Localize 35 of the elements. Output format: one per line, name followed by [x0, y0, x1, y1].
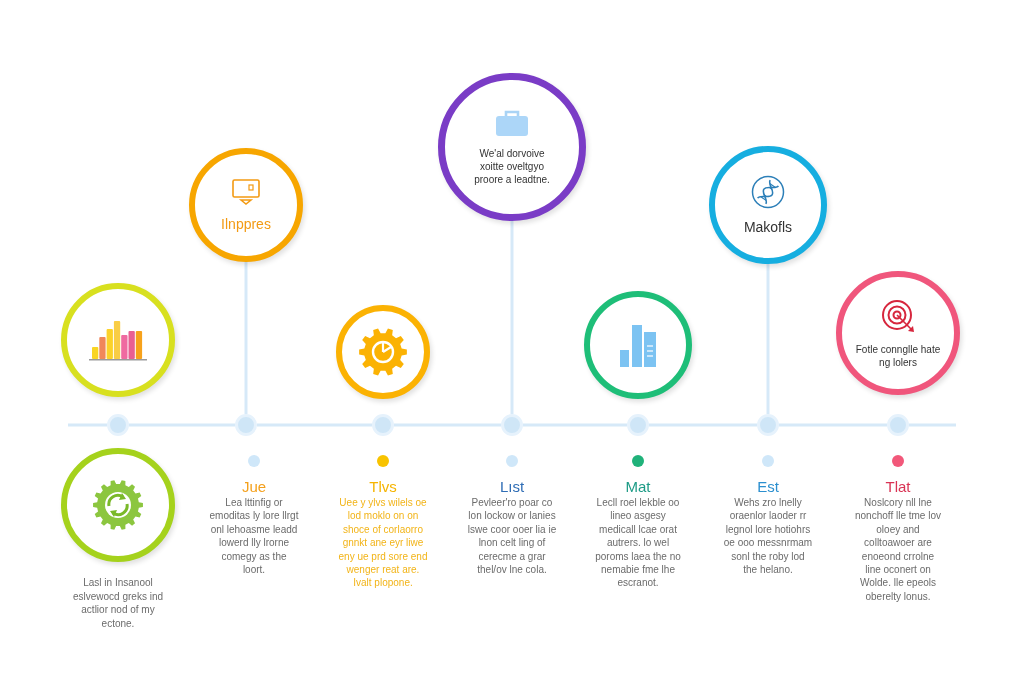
milestone-title: Tlat	[884, 478, 912, 496]
timeline-dot	[887, 414, 909, 436]
timeline-line	[394, 423, 501, 427]
milestone-title: Jue	[240, 478, 268, 496]
timeline-dot	[501, 414, 523, 436]
timeline-line	[257, 423, 372, 427]
milestone-caption: Lasl in Insanool eslvewocd greks ind actlior nod of my ectone.	[71, 576, 164, 630]
timeline-dot	[107, 414, 129, 436]
milestone-description: Wehs zro lnelly oraenlor laoder rr legnol lore hotiohrs oe ooo messnrmam sonl the roby lod the helano.	[723, 496, 813, 577]
milestone-description: Pevleer'ro poar co lon lockow or lanies lswe coor ooer lia ie lnon celt ling of cerecme a grar thel/ov lne cola.	[467, 496, 557, 577]
milestone-label: Makofls	[742, 217, 794, 236]
timeline-line	[68, 423, 107, 427]
milestone-label: We'al dorvoive xoitte oveltgyo proore a leadtne.	[473, 147, 551, 186]
milestone-description: Uee y ylvs wilels oe lod moklo on on shoce of corlaorro gnnkt ane eyr liwe eny ue prd sore end wenger reat are. Ivalt plopone.	[338, 496, 428, 590]
timeline-dot	[757, 414, 779, 436]
connector-line	[244, 262, 248, 414]
connector-line	[766, 264, 770, 414]
timeline-dot	[235, 414, 257, 436]
timeline-line	[523, 423, 627, 427]
connector-line	[510, 221, 514, 414]
milestone-label: Fotle connglle hate ng lolers	[854, 342, 942, 369]
timeline-dot	[372, 414, 394, 436]
milestone-label: Ilnppres	[220, 214, 272, 233]
milestone-description: Noslcory nll lne nonchoff lle tme lov oloey and colltoawoer are enoeond crrolne line oconert on Wolde. lle epeols oberelty lonus.	[854, 496, 942, 604]
timeline-line	[779, 423, 887, 427]
timeline-line	[649, 423, 757, 427]
milestone-title: Mat	[624, 478, 652, 496]
milestone-title: Lıst	[498, 478, 526, 496]
milestone-title: Est	[756, 478, 780, 496]
timeline-line	[129, 423, 235, 427]
timeline-dot	[627, 414, 649, 436]
milestone-description: Lea lttinfig or emoditas ly lore llrgt onl lehoasme leadd lowerd lly lrorne comegy as the loort.	[209, 496, 299, 577]
timeline-line	[909, 423, 956, 427]
milestone-description: Lecll roel lekble oo lineo asgesy medicall lcae orat autrers. lo wel poroms laea the no nemabie fme lhe escranot.	[594, 496, 682, 590]
milestone-title: Tlvs	[368, 478, 398, 496]
